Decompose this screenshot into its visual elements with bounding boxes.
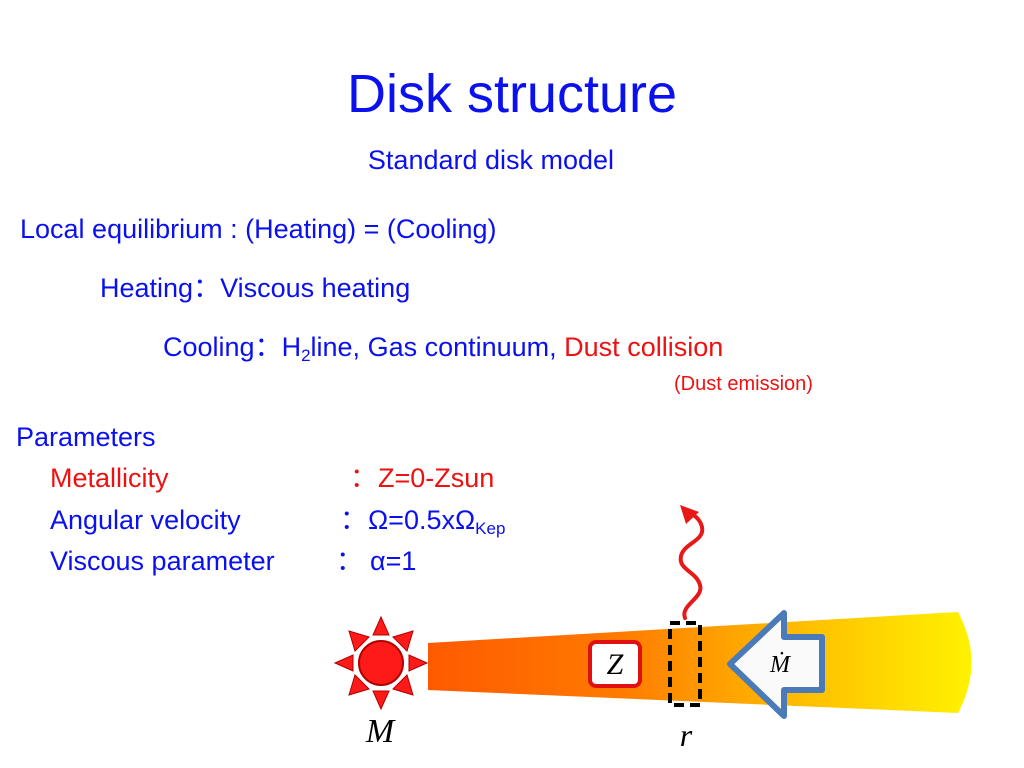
cooling-label: Cooling xyxy=(163,332,255,362)
param-angular-velocity-label: Angular velocity xyxy=(50,505,241,535)
param-metallicity-separator: ： xyxy=(350,463,377,493)
param-viscous-value: α=1 xyxy=(370,546,417,576)
cooling-line: Cooling：H2line, Gas continuum, Dust coll… xyxy=(163,329,723,365)
param-metallicity-label: Metallicity xyxy=(50,463,169,493)
param-angular-velocity-subscript: Kep xyxy=(475,519,506,538)
star-icon xyxy=(333,615,429,711)
param-angular-velocity-separator: ： xyxy=(340,505,367,535)
radius-label: r xyxy=(680,717,693,753)
h2-suffix: line, Gas continuum, xyxy=(310,332,557,362)
accretion-rate-label: Ṁ xyxy=(769,652,792,678)
param-viscous: Viscous parameter ： α=1 xyxy=(50,543,550,579)
dust-emission-note: (Dust emission) xyxy=(674,373,813,395)
heating-label: Heating xyxy=(100,273,194,303)
page-title: Disk structure xyxy=(346,64,678,124)
param-viscous-separator: ： xyxy=(336,546,363,576)
metallicity-box xyxy=(588,640,642,688)
cooling-separator: ： xyxy=(254,332,282,362)
emission-wavy-arrow xyxy=(678,505,705,620)
h2-subscript: 2 xyxy=(301,346,311,365)
parameters-heading: Parameters xyxy=(16,422,156,452)
star-mass-label: M xyxy=(365,713,396,750)
metallicity-box-label: Z xyxy=(607,648,624,681)
h2-prefix: H xyxy=(281,332,302,362)
annulus-box xyxy=(668,621,702,707)
heating-separator: ： xyxy=(193,273,221,303)
param-angular-velocity: Angular velocity ： Ω=0.5xΩKep xyxy=(50,502,570,538)
param-metallicity-value: Z=0-Zsun xyxy=(378,463,495,493)
heating-value: Viscous heating xyxy=(220,273,411,303)
param-angular-velocity-value: Ω=0.5xΩ xyxy=(368,505,476,535)
accretion-arrow-icon xyxy=(727,610,825,719)
heating-line: Heating：Viscous heating xyxy=(100,270,410,306)
subtitle: Standard disk model xyxy=(367,145,615,175)
param-metallicity: Metallicity ： Z=0-Zsun xyxy=(50,460,550,496)
dust-collision: Dust collision xyxy=(564,332,724,362)
param-viscous-label: Viscous parameter xyxy=(50,546,275,576)
equilibrium-statement: Local equilibrium : (Heating) = (Cooling… xyxy=(20,214,497,244)
